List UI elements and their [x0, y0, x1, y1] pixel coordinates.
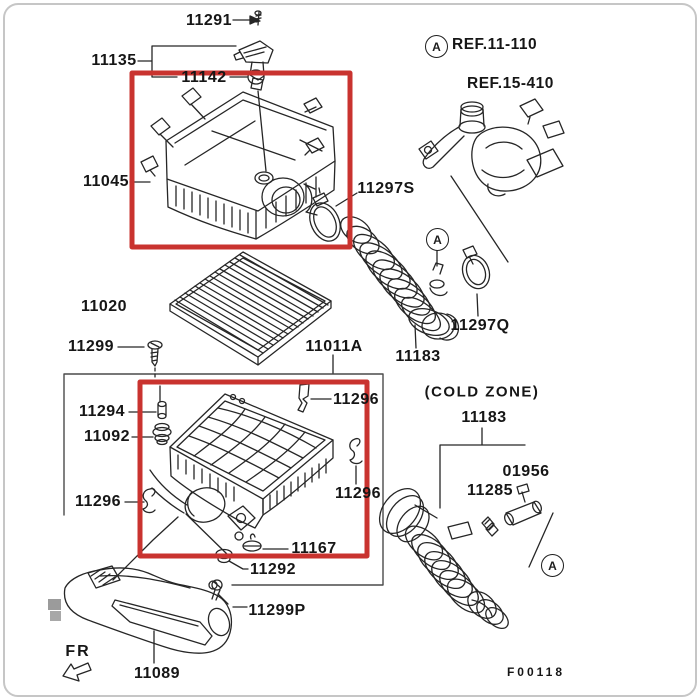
fr-direction-arrow [62, 662, 92, 682]
part-label-11135: 11135 [91, 52, 137, 69]
highlight-box-upper [129, 70, 353, 250]
maf-sensor-drawing [233, 40, 274, 91]
page-frame-border [3, 3, 697, 697]
clamp-11297S-drawing [309, 187, 341, 242]
filter-element-drawing [169, 251, 332, 366]
cold-zone-note: (COLD ZONE) [424, 383, 540, 401]
clamp-01956-drawing [504, 483, 542, 526]
pin-11294-drawing [157, 400, 167, 420]
air-cleaner-cover-drawing [140, 87, 336, 240]
oring-11142-drawing [247, 69, 265, 85]
part-label-11297S: 11297S [357, 180, 415, 197]
ref-label-11-110: REF.11-110 [452, 36, 538, 53]
part-label-11285: 11285 [466, 482, 514, 499]
detail-marker-a-top: A [425, 35, 448, 58]
part-label-11299: 11299 [67, 338, 115, 355]
group-box-outline [63, 373, 384, 586]
part-label-11296-upper-right: 11296 [332, 391, 380, 408]
highlight-box-lower [137, 379, 370, 559]
clip-11167-drawing [242, 533, 262, 552]
screw-11291-drawing [254, 10, 262, 26]
clamp-11297Q-drawing [461, 245, 491, 290]
part-label-11292: 11292 [249, 561, 297, 578]
screw-11299-drawing [147, 340, 163, 367]
part-label-11296-right: 11296 [334, 485, 382, 502]
detail-marker-a-bottom: A [541, 554, 564, 577]
part-label-11045: 11045 [82, 173, 130, 190]
intake-hose-upper-drawing [340, 216, 460, 341]
part-label-11089: 11089 [133, 665, 181, 682]
part-label-11299P: 11299P [248, 602, 306, 619]
part-label-11294: 11294 [78, 403, 126, 420]
clip-11285-drawing [481, 516, 499, 537]
part-label-11011A: 11011A [305, 338, 363, 355]
grommet-11092-drawing [152, 422, 172, 446]
clamp-11296-left-drawing [142, 487, 156, 514]
part-label-11297Q: 11297Q [450, 317, 510, 334]
part-label-11020: 11020 [80, 298, 128, 315]
part-label-11142: 11142 [181, 69, 227, 86]
front-direction-label: FR [65, 643, 91, 660]
bracket-11296-upper-right-drawing [297, 383, 310, 413]
part-label-11092: 11092 [83, 428, 131, 445]
clamp-11296-right-drawing [349, 437, 363, 465]
part-label-11296-left: 11296 [74, 493, 122, 510]
figure-code: F00118 [506, 665, 566, 679]
turbocharger-ref-drawing [418, 98, 565, 197]
air-duct-drawing [48, 565, 233, 654]
part-label-11183-upper: 11183 [395, 348, 441, 365]
detail-marker-a-middle: A [426, 228, 449, 251]
air-cleaner-body-drawing [149, 393, 334, 541]
ref-label-15-410: REF.15-410 [467, 75, 554, 92]
part-label-11167: 11167 [291, 540, 337, 557]
part-label-11291: 11291 [185, 12, 233, 29]
intake-hose-lower-drawing [378, 488, 509, 630]
part-label-01956: 01956 [502, 463, 550, 480]
part-label-11183-lower: 11183 [461, 409, 507, 426]
